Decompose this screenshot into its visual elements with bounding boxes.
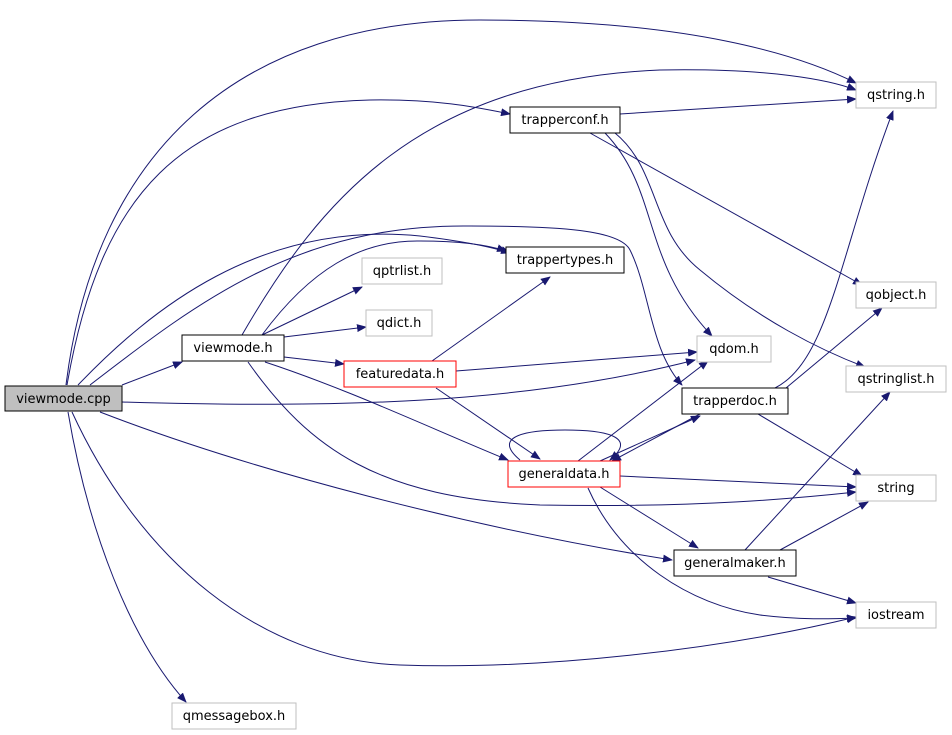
edge-trapperdoc-h-to-string	[757, 413, 863, 477]
node-label: viewmode.cpp	[16, 392, 111, 407]
node-trapperdoc-h[interactable]: trapperdoc.h	[681, 387, 789, 415]
node-label: trapperdoc.h	[693, 394, 777, 409]
edge-trapperconf-h-to-qobject-h	[589, 132, 863, 286]
edge-generalmaker-h-to-iostream	[767, 576, 857, 605]
node-label: qstringlist.h	[857, 372, 934, 387]
node-generaldata-h[interactable]: generaldata.h	[507, 460, 621, 488]
node-featuredata-h[interactable]: featuredata.h	[343, 360, 457, 388]
edge-trapperdoc-h-to-qobject-h	[785, 307, 883, 389]
edge-generaldata-h-to-generalmaker-h	[599, 486, 699, 549]
node-label: qmessagebox.h	[183, 709, 286, 724]
node-label: string	[877, 481, 914, 496]
node-label: featuredata.h	[356, 367, 445, 382]
edge-generaldata-h-to-trapperdoc-h	[599, 415, 701, 462]
node-label: generalmaker.h	[684, 556, 786, 571]
node-label: qdom.h	[709, 342, 759, 357]
edge-viewmode-cpp-to-viewmode-h	[121, 361, 183, 386]
node-string[interactable]: string	[855, 474, 937, 502]
node-label: iostream	[867, 608, 924, 623]
edge-generalmaker-h-to-string	[779, 501, 869, 551]
edge-featuredata-h-to-trappertypes-h	[431, 276, 551, 362]
node-qstringlist-h[interactable]: qstringlist.h	[845, 365, 947, 393]
edge-trapperconf-h-to-qdom-h	[604, 132, 713, 337]
edge-featuredata-h-to-qdom-h	[455, 348, 698, 372]
edge-viewmode-h-to-featuredata-h	[283, 356, 345, 367]
node-label: qstring.h	[867, 88, 925, 103]
node-label: qobject.h	[866, 288, 927, 303]
edge-viewmode-h-to-trappertypes-h	[261, 240, 507, 336]
node-qptrlist-h[interactable]: qptrlist.h	[361, 257, 443, 285]
node-label: trapperconf.h	[521, 113, 608, 128]
edge-generalmaker-h-to-qstringlist-h	[744, 391, 891, 551]
node-qobject-h[interactable]: qobject.h	[855, 281, 937, 309]
node-label: qptrlist.h	[373, 264, 431, 279]
edge-generaldata-h-to-iostream	[587, 487, 857, 623]
edge-viewmode-h-to-string	[247, 361, 857, 507]
node-iostream[interactable]: iostream	[855, 601, 937, 629]
edge-viewmode-h-to-qdict-h	[283, 324, 367, 338]
edge-viewmode-cpp-to-qstring-h	[65, 19, 857, 386]
node-label: trappertypes.h	[517, 253, 613, 268]
node-viewmode-cpp[interactable]: viewmode.cpp	[4, 385, 123, 412]
edge-trapperconf-h-to-qstringlist-h	[614, 132, 866, 368]
edge-viewmode-cpp-to-generalmaker-h	[99, 411, 673, 563]
edge-viewmode-cpp-to-qdom-h	[121, 358, 696, 405]
nodes: viewmode.cpp viewmode.h qmessagebox.h tr…	[4, 81, 947, 730]
node-label: generaldata.h	[518, 467, 609, 482]
node-qdict-h[interactable]: qdict.h	[365, 309, 433, 337]
node-trappertypes-h[interactable]: trappertypes.h	[505, 246, 625, 274]
node-qstring-h[interactable]: qstring.h	[855, 81, 937, 109]
edge-viewmode-h-to-qstring-h	[241, 69, 857, 336]
node-viewmode-h[interactable]: viewmode.h	[181, 334, 285, 362]
edge-trapperdoc-h-to-qstring-h	[774, 110, 894, 389]
node-qdom-h[interactable]: qdom.h	[696, 335, 772, 363]
node-label: qdict.h	[377, 316, 422, 331]
node-generalmaker-h[interactable]: generalmaker.h	[673, 549, 797, 577]
node-trapperconf-h[interactable]: trapperconf.h	[509, 106, 621, 134]
edge-viewmode-cpp-to-trapperdoc-h	[89, 225, 683, 386]
edge-featuredata-h-to-generaldata-h	[435, 387, 541, 460]
node-qmessagebox-h[interactable]: qmessagebox.h	[171, 702, 297, 730]
edge-generaldata-h-to-qdom-h	[577, 360, 709, 462]
node-label: viewmode.h	[193, 341, 272, 356]
edge-viewmode-cpp-to-qmessagebox-h	[67, 411, 187, 703]
edge-generaldata-h-to-string	[619, 475, 857, 491]
edge-viewmode-h-to-qptrlist-h	[261, 286, 363, 336]
edge-trapperdoc-h-to-generaldata-h	[611, 413, 701, 462]
edges	[65, 19, 894, 703]
edge-generaldata-h-self-loop	[509, 429, 621, 461]
edge-viewmode-cpp-to-iostream	[71, 411, 857, 667]
edge-trapperconf-h-to-qstring-h	[619, 95, 857, 115]
edge-viewmode-h-to-generaldata-h	[264, 361, 509, 461]
edge-viewmode-cpp-to-trapperconf-h	[66, 99, 511, 386]
